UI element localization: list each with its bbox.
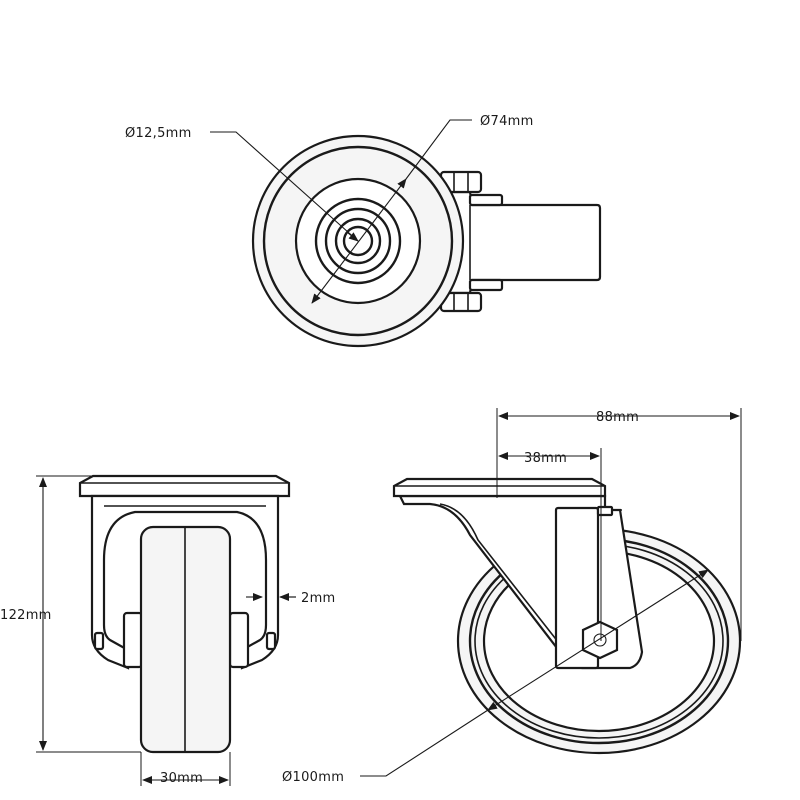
side-view: 88mm 38mm Ø100mm bbox=[282, 408, 742, 785]
hub-diameter-dimension: Ø74mm bbox=[311, 114, 534, 304]
right-hub bbox=[228, 611, 250, 669]
mounting-plate-front bbox=[78, 474, 291, 498]
side-gap-dimension: 2mm bbox=[246, 591, 336, 606]
height-label: 122mm bbox=[0, 608, 52, 623]
wheel-diameter-dimension: Ø100mm bbox=[282, 569, 709, 785]
wheel-width-dimension: 30mm bbox=[140, 752, 231, 786]
top-view: Ø12,5mm Ø74mm bbox=[125, 114, 602, 348]
wheel-diameter-label: Ø100mm bbox=[282, 770, 344, 785]
side-gap-label: 2mm bbox=[301, 591, 336, 606]
front-view: 122mm 30mm 2mm bbox=[0, 474, 336, 786]
overall-length-dimension: 88mm bbox=[496, 408, 742, 641]
left-hub bbox=[122, 611, 144, 669]
top-view-fork bbox=[438, 170, 602, 313]
hub-diameter-label: Ø74mm bbox=[480, 114, 534, 129]
axle-diameter-label: Ø12,5mm bbox=[125, 126, 192, 141]
mounting-plate-side bbox=[392, 477, 607, 498]
axle-nut-side bbox=[581, 620, 619, 660]
overall-length-label: 88mm bbox=[596, 410, 639, 425]
height-dimension: 122mm bbox=[0, 475, 141, 753]
swivel-offset-label: 38mm bbox=[524, 451, 567, 466]
wheel-width-label: 30mm bbox=[160, 771, 203, 786]
